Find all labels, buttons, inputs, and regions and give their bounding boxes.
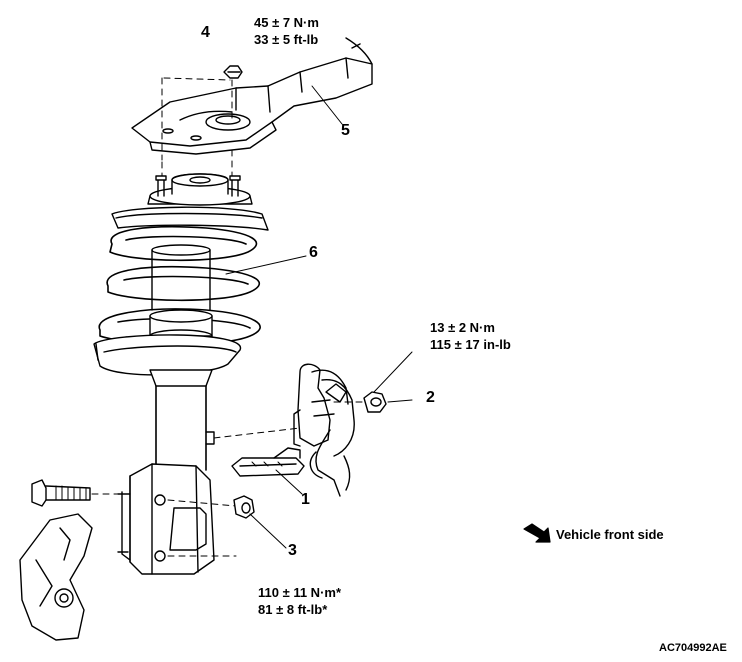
lower-spring-seat <box>93 334 241 376</box>
torque-part2-metric: 13 ± 2 N·m <box>430 320 495 335</box>
strut-top-mount <box>147 173 253 206</box>
callout-4: 4 <box>201 24 210 41</box>
leader-2 <box>373 351 413 403</box>
vehicle-front-label: Vehicle front side <box>556 527 664 542</box>
torque-part2-imperial: 115 ± 17 in-lb <box>430 337 511 352</box>
steering-knuckle <box>19 513 93 641</box>
callout-6: 6 <box>309 244 318 261</box>
leader-3 <box>249 513 287 549</box>
torque-part2: 13 ± 2 N·m 115 ± 17 in-lb <box>430 319 511 353</box>
figure-code: AC704992AE <box>659 642 727 654</box>
leader-5 <box>311 85 343 125</box>
callout-5: 5 <box>341 122 350 139</box>
hose-bracket <box>293 363 355 497</box>
upper-mount-bracket <box>131 37 373 155</box>
leader-1 <box>275 469 303 495</box>
vehicle-front-arrow <box>523 523 551 543</box>
torque-part4-metric: 45 ± 7 N·m <box>254 15 319 30</box>
upper-spring-seat <box>111 206 269 231</box>
torque-part3-metric: 110 ± 11 N·m* <box>258 585 342 600</box>
sensor-bracket <box>231 447 305 477</box>
torque-part3: 110 ± 11 N·m* 81 ± 8 ft-lb* <box>258 584 341 618</box>
strut-body <box>117 369 215 575</box>
callout-2: 2 <box>426 389 435 406</box>
callout-3: 3 <box>288 542 297 559</box>
torque-part4-imperial: 33 ± 5 ft-lb <box>254 32 319 47</box>
bump-stop <box>149 244 213 343</box>
torque-part3-imperial: 81 ± 8 ft-lb* <box>258 602 328 617</box>
top-nut <box>223 65 243 79</box>
strut-nut <box>233 495 255 519</box>
bracket-nut <box>363 391 387 413</box>
callout-1: 1 <box>301 491 310 508</box>
torque-part4: 45 ± 7 N·m 33 ± 5 ft-lb <box>254 14 319 48</box>
strut-bolt <box>31 479 91 507</box>
leader-6 <box>225 255 307 275</box>
